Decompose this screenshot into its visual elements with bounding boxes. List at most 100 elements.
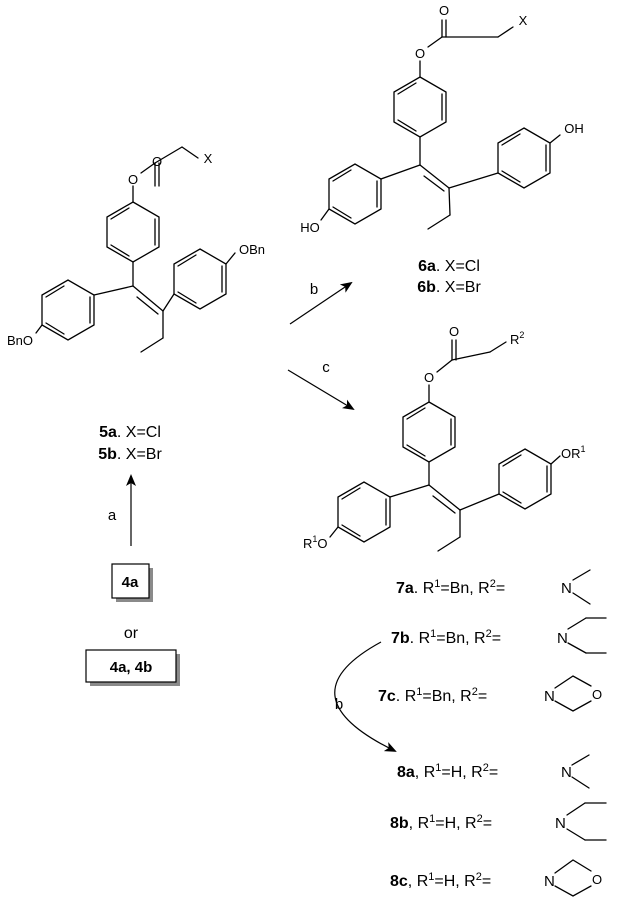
compound-detail: =Bn, R (422, 688, 471, 705)
compound-number: 7c (378, 688, 396, 705)
atom-label: N (555, 815, 566, 832)
compound-number: 6b (417, 279, 436, 296)
reagent-a: a (108, 507, 117, 524)
compound-detail: . X=Br (436, 279, 482, 296)
atom-label: O (415, 46, 425, 61)
compound-detail: . R (414, 580, 434, 597)
compound-detail: . R (396, 688, 416, 705)
superscript: 2 (472, 686, 478, 698)
atom-label: OR (561, 446, 581, 461)
superscript: 1 (312, 534, 317, 544)
superscript: 2 (483, 762, 489, 774)
compound-number: 6a (418, 258, 436, 275)
atom-label: N (544, 873, 555, 890)
compound-label-7b: 7b. R1=Bn, R2= (391, 628, 501, 647)
compound-detail: . X=Cl (117, 424, 161, 441)
starting-box-4a: 4a (111, 563, 153, 602)
superscript: 2 (476, 871, 482, 883)
r2-diethylamino-7b: N (557, 617, 607, 654)
atom-label: OR1 (561, 444, 586, 461)
compound-detail: =H, R (441, 764, 482, 781)
superscript: 1 (428, 871, 434, 883)
atom-label: N (544, 688, 555, 705)
superscript: 2 (490, 578, 496, 590)
atom-label: R1O (303, 534, 328, 551)
compound-label-5b: 5b. X=Br (98, 446, 162, 463)
compound-number: 8b (390, 815, 409, 832)
atom-label: O (449, 324, 459, 339)
compound-label-8b: 8b, R1=H, R2= (390, 813, 492, 832)
superscript: 2 (477, 813, 483, 825)
atom-label: N (561, 764, 572, 781)
atom-label: N (561, 580, 572, 597)
reagent-b-top: b (310, 281, 318, 298)
compound-number: 8c (390, 873, 408, 890)
compound-number: 5a (99, 424, 117, 441)
compound-detail: =Bn, R (440, 580, 489, 597)
r2-morpholino-8c: N O (544, 859, 602, 897)
or-label: or (124, 625, 139, 642)
compound-number: 8a (397, 764, 415, 781)
compound-number: 5b (98, 446, 117, 463)
compound-detail: = (489, 764, 498, 781)
reagent-c: c (322, 359, 330, 376)
compound-detail: . R (410, 630, 430, 647)
atom-label: BnO (7, 333, 33, 348)
compound-detail: . X=Br (117, 446, 163, 463)
compound-detail: =H, R (434, 873, 475, 890)
compound-label-6a: 6a. X=Cl (418, 258, 480, 275)
r2-dimethylamino-7a: N (561, 569, 591, 605)
r2-dimethylamino-8a: N (561, 754, 590, 789)
compound-label-7c: 7c. R1=Bn, R2= (378, 686, 487, 705)
superscript: 1 (430, 628, 436, 640)
starting-material-label: 4a (122, 574, 139, 591)
compound-detail: = (492, 630, 501, 647)
atom-label: O (128, 172, 138, 187)
atom-label: O (592, 872, 602, 887)
superscript: 1 (581, 444, 586, 454)
superscript: 1 (416, 686, 422, 698)
compound-labels-7-8: 7a. R1=Bn, R2=7b. R1=Bn, R2=7c. R1=Bn, R… (378, 578, 505, 890)
compound-label-5a: 5a. X=Cl (99, 424, 161, 441)
atom-label: HO (300, 220, 320, 235)
arrow-b-bottom (334, 641, 397, 752)
compound-detail: , R (415, 764, 435, 781)
compound-detail: , R (409, 815, 429, 832)
compound-detail: = (483, 815, 492, 832)
atom-label: R (303, 536, 312, 551)
compound-5-structure: O O X OBn BnO (7, 146, 265, 353)
atom-label: R (510, 332, 519, 347)
compound-label-8c: 8c, R1=H, R2= (390, 871, 491, 890)
atom-label: O (424, 370, 434, 385)
superscript: 1 (435, 762, 441, 774)
arrow-c (287, 369, 355, 411)
arrow-b-top (289, 281, 353, 325)
compound-detail: , R (408, 873, 428, 890)
compound-label-8a: 8a, R1=H, R2= (397, 762, 498, 781)
atom-label: O (152, 154, 162, 169)
superscript: 2 (486, 628, 492, 640)
compound-label-7a: 7a. R1=Bn, R2= (396, 578, 505, 597)
atom-label: X (519, 13, 528, 28)
compound-detail: = (478, 688, 487, 705)
atom-label: O (592, 687, 602, 702)
compound-number: 7a (396, 580, 414, 597)
atom-label: OH (564, 121, 584, 136)
compound-detail: = (496, 580, 505, 597)
compound-detail: =Bn, R (436, 630, 485, 647)
atom-label: O (317, 536, 327, 551)
compound-label-6b: 6b. X=Br (417, 279, 481, 296)
compound-detail: =H, R (435, 815, 476, 832)
atom-label: N (557, 630, 568, 647)
compound-7-structure: O O R2 OR1 R1O (303, 324, 586, 552)
superscript: 1 (429, 813, 435, 825)
starting-material-label: 4a, 4b (110, 659, 153, 676)
compound-detail: = (482, 873, 491, 890)
starting-box-4a-4b: 4a, 4b (85, 649, 180, 686)
atom-label: O (439, 3, 449, 18)
atom-label: OBn (239, 242, 265, 257)
compound-detail: . X=Cl (436, 258, 480, 275)
r2-diethylamino-8b: N (555, 802, 607, 841)
atom-label: X (204, 151, 213, 166)
